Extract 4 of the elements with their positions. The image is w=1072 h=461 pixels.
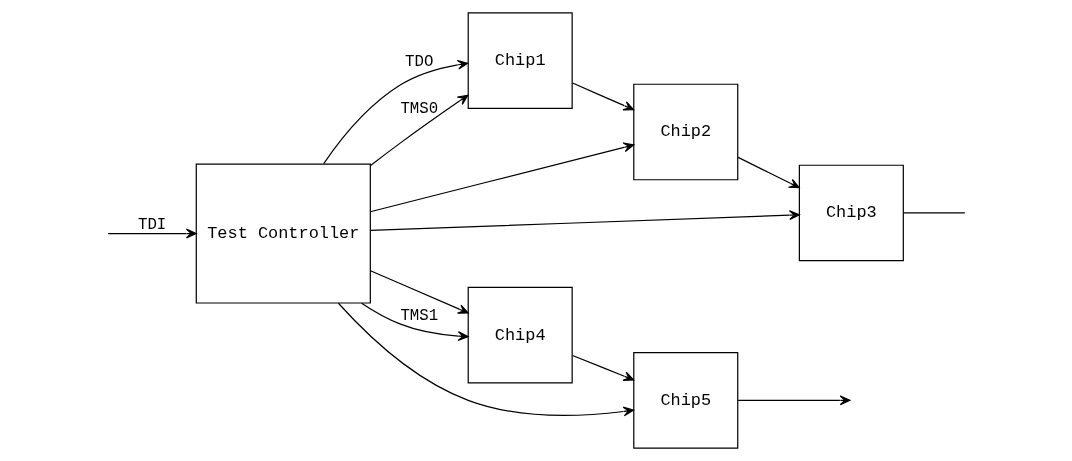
edge-label: TMS1 (399, 306, 438, 325)
edge-label: TDO (404, 53, 433, 72)
edge-label: TDI (137, 216, 166, 235)
edge-label: TMS0 (399, 100, 438, 119)
